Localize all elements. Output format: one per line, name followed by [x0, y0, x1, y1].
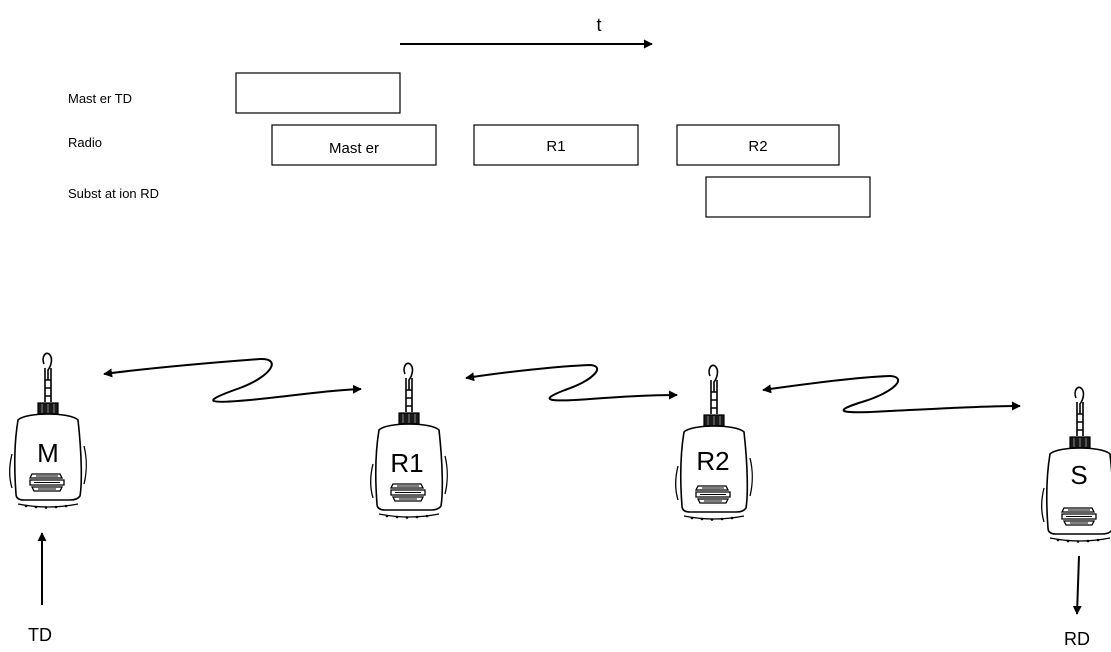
- radio-s-label: S: [1070, 460, 1087, 490]
- radio-m-label: M: [37, 438, 59, 468]
- radio-slot-r2-label: R2: [748, 138, 767, 155]
- master-td-slot: [235, 72, 401, 114]
- link-r2-s: [762, 374, 1021, 414]
- link-r1-r2: [465, 363, 678, 402]
- row-label-substation-rd: Subst at ion RD: [68, 186, 159, 201]
- rd-label: RD: [1064, 629, 1090, 649]
- substation-rd-slot: [705, 176, 871, 218]
- radio-r1: R1: [369, 362, 449, 520]
- radio-s: S: [1040, 386, 1111, 544]
- radio-slot-r1: [473, 124, 639, 166]
- row-label-radio: Radio: [68, 135, 102, 150]
- radio-slot-master: [271, 124, 437, 166]
- row-label-master-td: Mast er TD: [68, 91, 132, 106]
- time-axis: t: [400, 15, 653, 49]
- radio-r2-label: R2: [696, 446, 729, 476]
- td-label: TD: [28, 625, 52, 645]
- radio-r1-label: R1: [390, 448, 423, 478]
- timing-boxes: Mast er R1 R2: [235, 72, 871, 218]
- radio-m: M: [8, 352, 88, 510]
- radio-r2: R2: [674, 364, 754, 522]
- td-input: TD: [28, 532, 52, 645]
- radio-slot-master-label: Mast er: [329, 140, 379, 157]
- time-label: t: [596, 15, 601, 35]
- radio-links: [103, 357, 1021, 414]
- radio-slot-r1-label: R1: [546, 138, 565, 155]
- rd-output: RD: [1064, 555, 1090, 649]
- radio-slot-r2: [676, 124, 840, 166]
- link-m-r1: [103, 357, 362, 403]
